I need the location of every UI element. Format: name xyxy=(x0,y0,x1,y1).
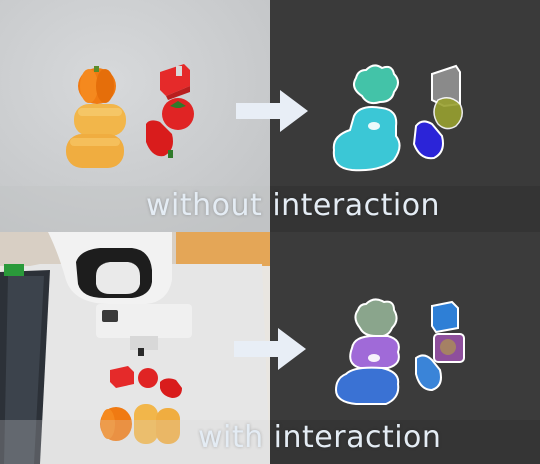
red-pepper-toy xyxy=(146,120,173,158)
segmentation-with-interaction xyxy=(270,232,540,464)
segment-pumpkin xyxy=(353,64,399,105)
segment-pepper xyxy=(415,354,442,392)
segment-block xyxy=(431,300,459,334)
red-tomato-toy xyxy=(162,98,194,130)
caption-without-interaction: without interaction xyxy=(146,188,441,223)
pumpkin-and-squash xyxy=(100,404,180,444)
caption-with-interaction: with interaction xyxy=(198,420,442,455)
orange-pumpkin-toy xyxy=(78,66,116,104)
segment-pumpkin xyxy=(354,298,398,338)
robot-arm xyxy=(48,232,192,356)
red-block-toy xyxy=(160,64,190,100)
segment-squash-top xyxy=(349,335,400,369)
arrow-right-icon xyxy=(234,328,306,370)
yellow-squash-toys xyxy=(66,104,126,168)
segment-pepper xyxy=(412,120,444,160)
segment-squash-bottom xyxy=(334,366,400,405)
photo-with-interaction xyxy=(0,232,270,464)
segment-tomato xyxy=(433,97,463,130)
arrow-right-icon xyxy=(236,90,308,132)
segment-squash xyxy=(332,106,401,172)
segmentation-without-interaction xyxy=(270,0,540,232)
red-objects-cluster xyxy=(110,366,182,398)
photo-without-interaction xyxy=(0,0,270,232)
